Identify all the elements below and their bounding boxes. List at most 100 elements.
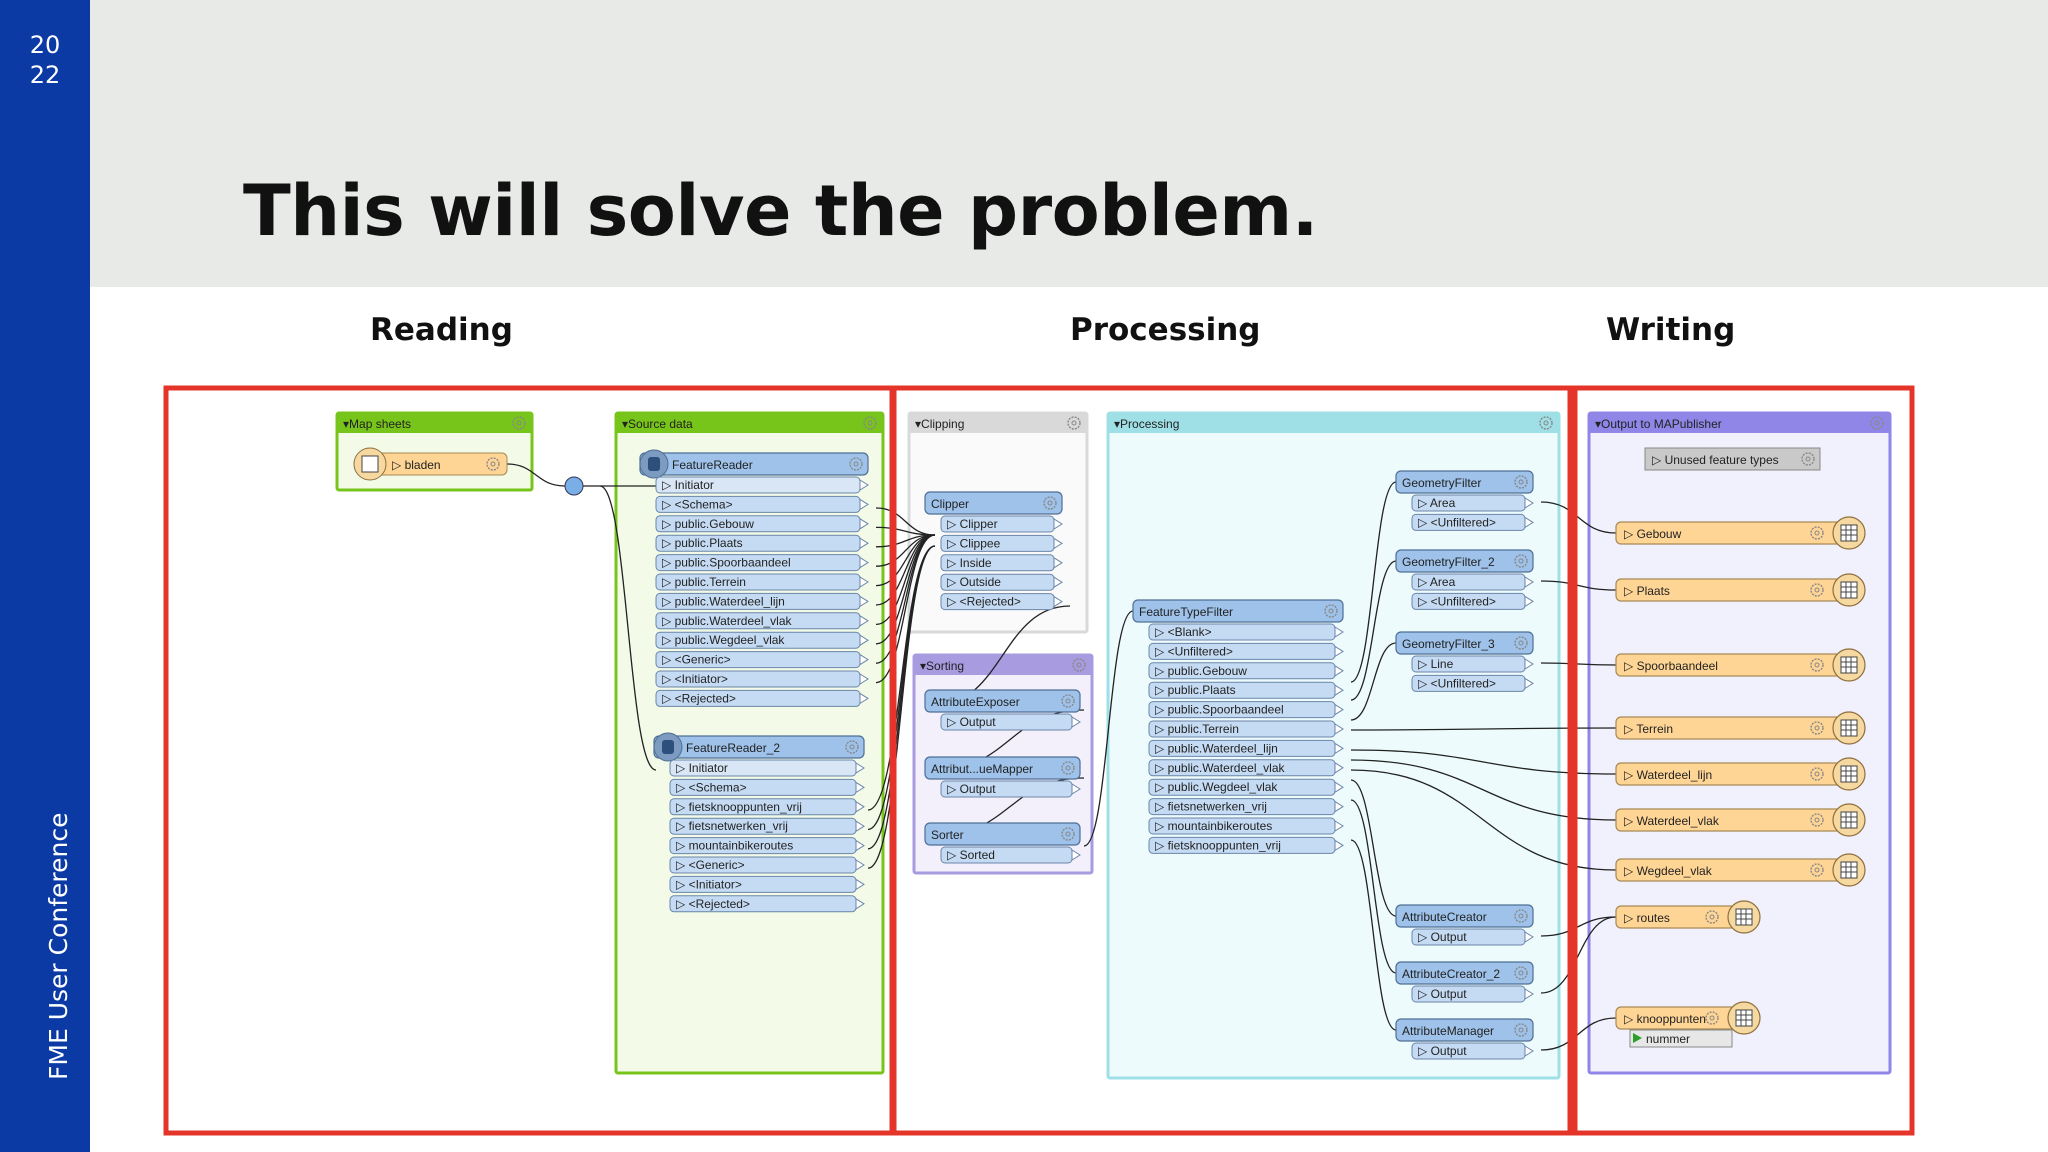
- gear-icon[interactable]: [1067, 416, 1081, 430]
- feature-reader-port[interactable]: ▷ public.Waterdeel_lijn: [655, 592, 869, 610]
- feature-reader-2-port[interactable]: ▷ mountainbikeroutes: [669, 837, 865, 855]
- sorter-port[interactable]: ▷ Sorted: [940, 846, 1081, 864]
- geometry-filter-1-port[interactable]: ▷ Area: [1411, 494, 1534, 512]
- gear-icon[interactable]: [849, 457, 863, 471]
- attribute-creator-3[interactable]: AttributeManager: [1395, 1018, 1534, 1042]
- writer-feature-routes[interactable]: ▷ routes: [1615, 900, 1761, 934]
- gear-icon[interactable]: [1514, 909, 1528, 923]
- unused-feature-types[interactable]: ▷ Unused feature types: [1644, 447, 1821, 471]
- clipper-port[interactable]: ▷ Outside: [940, 573, 1063, 591]
- feature-reader-port[interactable]: ▷ <Rejected>: [655, 689, 869, 707]
- gear-icon[interactable]: [1324, 604, 1338, 618]
- feature-reader-2-port[interactable]: ▷ fietsknooppunten_vrij: [669, 798, 865, 816]
- gear-icon[interactable]: [1043, 496, 1057, 510]
- attribute-creator-1-port[interactable]: ▷ Output: [1411, 928, 1534, 946]
- sorter[interactable]: Sorter: [924, 822, 1081, 846]
- attribute-value-mapper[interactable]: Attribut...ueMapper: [924, 756, 1081, 780]
- clipper-port[interactable]: ▷ <Rejected>: [940, 593, 1063, 611]
- feature-reader-2-port[interactable]: ▷ Initiator: [669, 759, 865, 777]
- geometry-filter-3-port[interactable]: ▷ <Unfiltered>: [1411, 674, 1534, 692]
- feature-reader-2-port[interactable]: ▷ <Rejected>: [669, 895, 865, 913]
- gear-icon[interactable]: [1810, 813, 1824, 827]
- writer-feature-waterdeel_lijn[interactable]: ▷ Waterdeel_lijn: [1615, 757, 1866, 791]
- gear-icon[interactable]: [1705, 1011, 1719, 1025]
- attribute-creator-3-port[interactable]: ▷ Output: [1411, 1042, 1534, 1060]
- feature-type-filter-port[interactable]: ▷ fietsknooppunten_vrij: [1148, 836, 1344, 854]
- gear-icon[interactable]: [863, 416, 877, 430]
- feature-reader-port[interactable]: ▷ public.Terrein: [655, 573, 869, 591]
- feature-reader[interactable]: FeatureReader: [639, 449, 869, 479]
- gear-icon[interactable]: [1810, 583, 1824, 597]
- gear-icon[interactable]: [1061, 761, 1075, 775]
- feature-type-filter-port[interactable]: ▷ fietsnetwerken_vrij: [1148, 798, 1344, 816]
- gear-icon[interactable]: [1072, 658, 1086, 672]
- gear-icon[interactable]: [1514, 966, 1528, 980]
- attribute-creator-1[interactable]: AttributeCreator: [1395, 904, 1534, 928]
- gear-icon[interactable]: [845, 740, 859, 754]
- feature-reader-port[interactable]: ▷ public.Waterdeel_vlak: [655, 612, 869, 630]
- gear-icon[interactable]: [1810, 658, 1824, 672]
- gear-icon[interactable]: [1810, 721, 1824, 735]
- feature-type-filter-port[interactable]: ▷ public.Spoorbaandeel: [1148, 701, 1344, 719]
- writer-feature-terrein[interactable]: ▷ Terrein: [1615, 711, 1866, 745]
- feature-reader-port[interactable]: ▷ Initiator: [655, 476, 869, 494]
- feature-reader-port[interactable]: ▷ public.Spoorbaandeel: [655, 554, 869, 572]
- attribute-exposer-port[interactable]: ▷ Output: [940, 713, 1081, 731]
- writer-feature-gebouw[interactable]: ▷ Gebouw: [1615, 516, 1866, 550]
- attribute-value-mapper-port[interactable]: ▷ Output: [940, 780, 1081, 798]
- geometry-filter-3-port[interactable]: ▷ Line: [1411, 655, 1534, 673]
- clipper[interactable]: Clipper: [924, 491, 1063, 515]
- feature-type-filter-port[interactable]: ▷ public.Terrein: [1148, 720, 1344, 738]
- writer-feature-spoorbaandeel[interactable]: ▷ Spoorbaandeel: [1615, 648, 1866, 682]
- gear-icon[interactable]: [1061, 827, 1075, 841]
- feature-reader-2-port[interactable]: ▷ <Initiator>: [669, 875, 865, 893]
- clipper-port[interactable]: ▷ Clipper: [940, 515, 1063, 533]
- feature-reader-port[interactable]: ▷ public.Wegdeel_vlak: [655, 631, 869, 649]
- feature-reader-2-port[interactable]: ▷ <Schema>: [669, 778, 865, 796]
- gear-icon[interactable]: [1705, 910, 1719, 924]
- feature-type-filter-port[interactable]: ▷ public.Waterdeel_lijn: [1148, 739, 1344, 757]
- clipper-port[interactable]: ▷ Inside: [940, 554, 1063, 572]
- feature-type-filter-port[interactable]: ▷ public.Wegdeel_vlak: [1148, 778, 1344, 796]
- writer-feature-plaats[interactable]: ▷ Plaats: [1615, 573, 1866, 607]
- writer-feature-wegdeel_vlak[interactable]: ▷ Wegdeel_vlak: [1615, 853, 1866, 887]
- gear-icon[interactable]: [1539, 416, 1553, 430]
- gear-icon[interactable]: [486, 457, 500, 471]
- feature-reader-2-port[interactable]: ▷ <Generic>: [669, 856, 865, 874]
- feature-type-filter-port[interactable]: ▷ mountainbikeroutes: [1148, 817, 1344, 835]
- feature-type-filter-port[interactable]: ▷ public.Gebouw: [1148, 662, 1344, 680]
- clipper-port[interactable]: ▷ Clippee: [940, 534, 1063, 552]
- geometry-filter-1[interactable]: GeometryFilter: [1395, 470, 1534, 494]
- gear-icon[interactable]: [1061, 694, 1075, 708]
- feature-type-filter-port[interactable]: ▷ public.Waterdeel_vlak: [1148, 759, 1344, 777]
- feature-type-filter[interactable]: FeatureTypeFilter: [1132, 599, 1344, 623]
- gear-icon[interactable]: [512, 416, 526, 430]
- feature-reader-port[interactable]: ▷ <Schema>: [655, 495, 869, 513]
- attribute-exposer[interactable]: AttributeExposer: [924, 689, 1081, 713]
- geometry-filter-2[interactable]: GeometryFilter_2: [1395, 549, 1534, 573]
- gear-icon[interactable]: [1810, 863, 1824, 877]
- gear-icon[interactable]: [1514, 554, 1528, 568]
- feature-type-filter-port[interactable]: ▷ public.Plaats: [1148, 681, 1344, 699]
- feature-reader-port[interactable]: ▷ public.Gebouw: [655, 515, 869, 533]
- geometry-filter-2-port[interactable]: ▷ Area: [1411, 573, 1534, 591]
- feature-reader-port[interactable]: ▷ <Initiator>: [655, 670, 869, 688]
- geometry-filter-3[interactable]: GeometryFilter_3: [1395, 631, 1534, 655]
- attribute-creator-2-port[interactable]: ▷ Output: [1411, 985, 1534, 1003]
- attribute-creator-2[interactable]: AttributeCreator_2: [1395, 961, 1534, 985]
- gear-icon[interactable]: [1810, 767, 1824, 781]
- gear-icon[interactable]: [1801, 452, 1815, 466]
- geometry-filter-1-port[interactable]: ▷ <Unfiltered>: [1411, 513, 1534, 531]
- feature-reader-2[interactable]: FeatureReader_2: [653, 732, 865, 762]
- gear-icon[interactable]: [1810, 526, 1824, 540]
- feature-type-filter-port[interactable]: ▷ <Blank>: [1148, 623, 1344, 641]
- gear-icon[interactable]: [1870, 416, 1884, 430]
- feature-reader-port[interactable]: ▷ public.Plaats: [655, 534, 869, 552]
- gear-icon[interactable]: [1514, 475, 1528, 489]
- reader-feature-bladen[interactable]: ▷ bladen: [353, 447, 508, 481]
- feature-reader-2-port[interactable]: ▷ fietsnetwerken_vrij: [669, 817, 865, 835]
- feature-type-filter-port[interactable]: ▷ <Unfiltered>: [1148, 642, 1344, 660]
- geometry-filter-2-port[interactable]: ▷ <Unfiltered>: [1411, 592, 1534, 610]
- feature-reader-port[interactable]: ▷ <Generic>: [655, 651, 869, 669]
- gear-icon[interactable]: [1514, 636, 1528, 650]
